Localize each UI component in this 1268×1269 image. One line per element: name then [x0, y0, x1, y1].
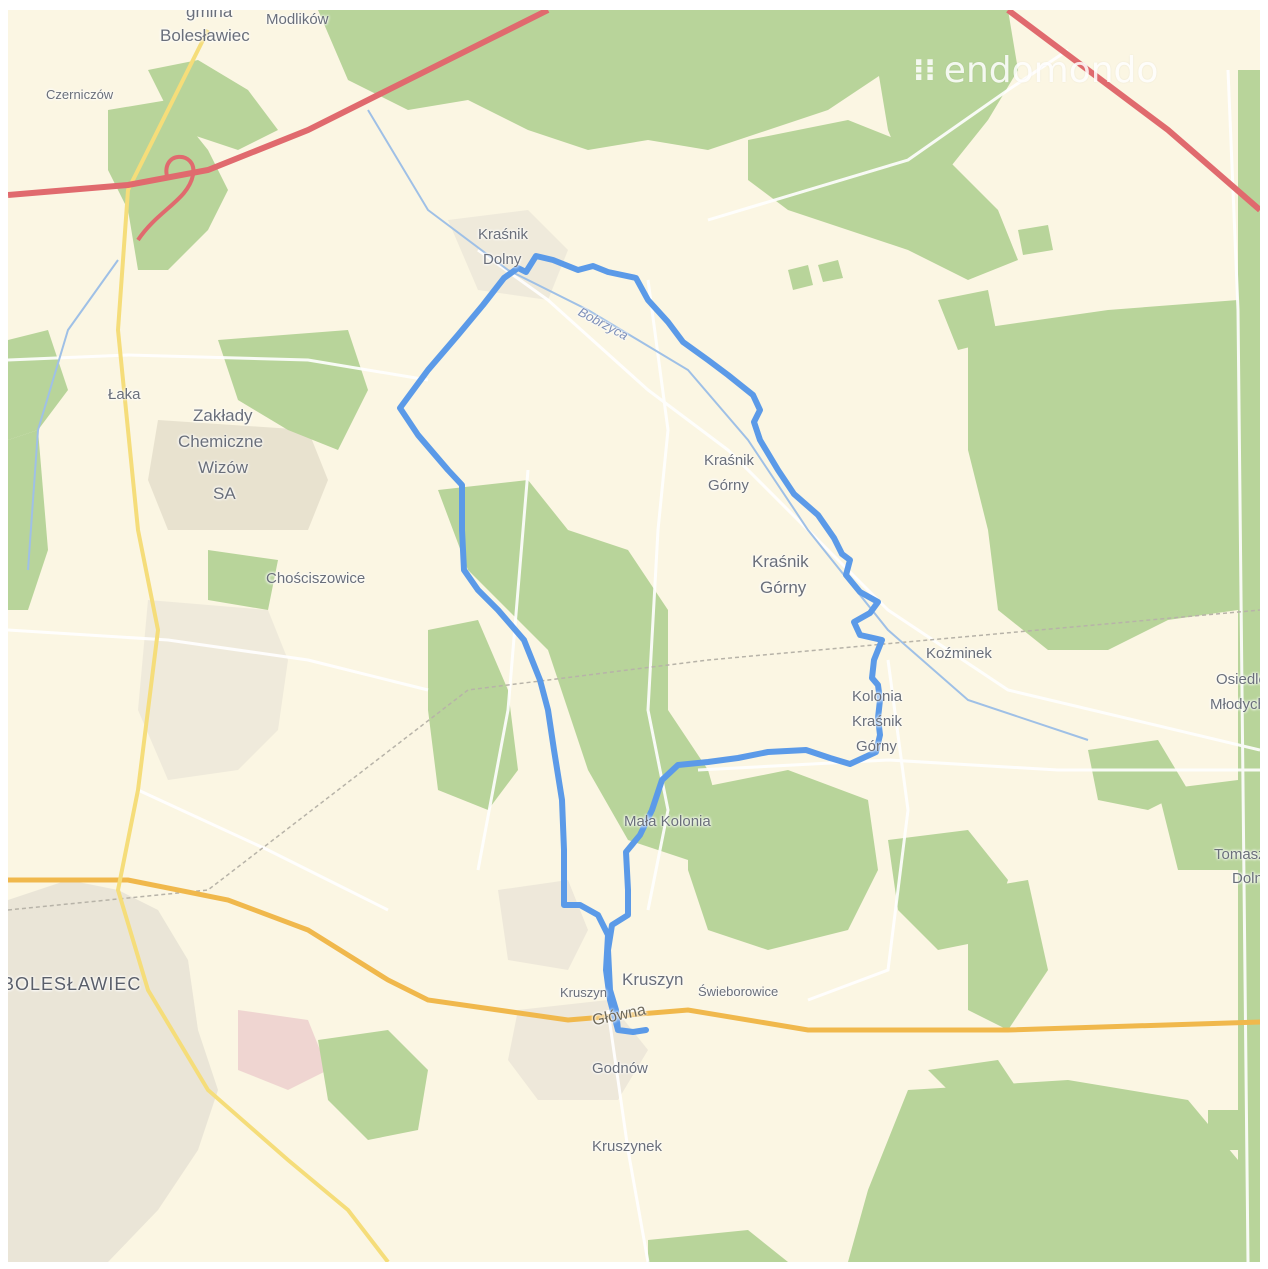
label-tomaszow-1: Tomasz [1214, 846, 1260, 863]
label-krasnik-dolny-1: Kraśnik [478, 226, 529, 243]
label-gmina: gmina [186, 10, 233, 21]
river-west [27, 259, 119, 571]
forest-areas [8, 10, 1260, 1262]
label-kruszyn-small: Kruszyn [560, 985, 607, 1000]
motorway-east [1006, 10, 1260, 213]
endomondo-logo: ⁝⁝ endomondo [913, 50, 1158, 91]
river-bobrzyca [367, 109, 1089, 741]
label-osiedle-2: Młodych [1210, 696, 1260, 713]
label-zaklady: Zakłady [193, 406, 253, 425]
label-chosciszowice: Chościszowice [266, 570, 366, 587]
label-osiedle-1: Osiedle [1216, 671, 1260, 688]
main-road-south [8, 877, 1260, 1033]
label-boleslawiec: BOLESŁAWIEC [8, 974, 142, 994]
label-boleslawiec-small: Bolesławiec [160, 26, 250, 45]
minor-roads [8, 48, 1260, 1262]
label-chemiczne: Chemiczne [178, 432, 264, 451]
label-wizow: Wizów [198, 458, 249, 477]
label-kruszynek: Kruszynek [592, 1138, 663, 1155]
urban-areas [8, 210, 648, 1262]
railway [8, 609, 1260, 911]
label-krasnik-gorny-small-1: Kraśnik [704, 452, 755, 469]
map-view[interactable]: gmina Bolesławiec Modlików Czerniczów Kr… [8, 10, 1260, 1262]
label-modlikow: Modlików [266, 11, 329, 28]
label-laka: Łaka [108, 386, 141, 403]
label-godnow: Godnów [592, 1060, 648, 1077]
label-krasnik-gorny-2: Górny [760, 578, 807, 597]
endomondo-mark-icon: ⁝⁝ [913, 53, 936, 88]
label-krasnik-dolny-2: Dolny [483, 251, 522, 268]
label-czerniczow: Czerniczów [46, 87, 114, 102]
road-north-south [115, 29, 390, 1262]
workout-route[interactable] [397, 253, 885, 1035]
label-sa: SA [213, 484, 236, 503]
label-krasnik-gorny-1: Kraśnik [752, 552, 809, 571]
label-kolonia-3: Górny [856, 738, 897, 755]
label-swieborowice: Świeborowice [698, 984, 779, 999]
label-mala-kolonia: Mała Kolonia [624, 813, 711, 830]
motorway-junction [136, 154, 196, 242]
label-tomaszow-2: Doln [1232, 870, 1260, 887]
label-kruszyn: Kruszyn [622, 970, 684, 989]
endomondo-wordmark: endomondo [943, 50, 1159, 91]
label-kolonia-1: Kolonia [852, 688, 903, 705]
label-kozminek: Koźminek [926, 645, 992, 662]
map-canvas[interactable] [8, 10, 1260, 1262]
label-kolonia-2: Kraśnik [852, 713, 903, 730]
label-krasnik-gorny-small-2: Górny [708, 477, 749, 494]
motorway-a4 [8, 10, 550, 198]
